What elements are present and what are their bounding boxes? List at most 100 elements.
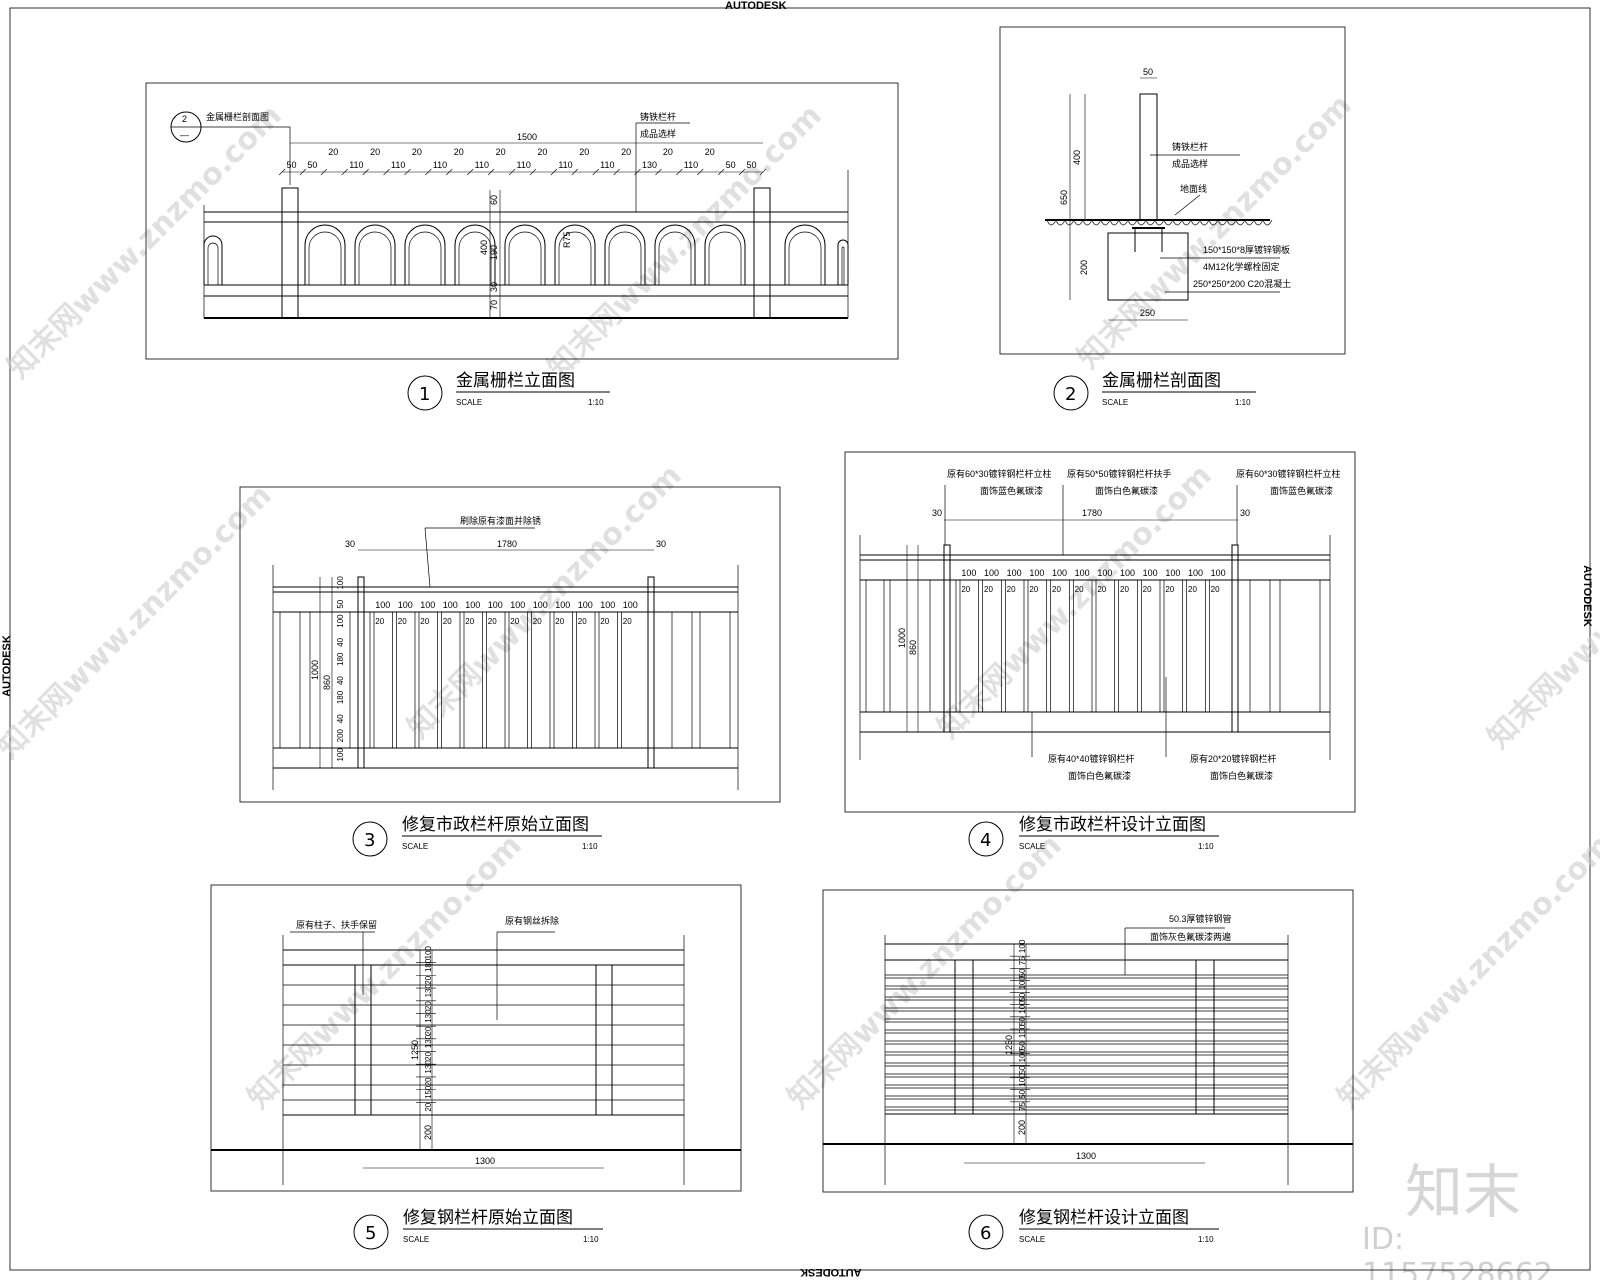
bar-dim: 20 [623,617,632,626]
panel-number: 1 [419,384,430,405]
watermark: 知末网www.znzmo.com [931,458,1219,746]
bar-dim: 100 [420,600,435,610]
svg-text:金属栅栏剖面图: 金属栅栏剖面图 [1102,371,1221,391]
bar-dim: 100 [443,600,458,610]
svg-text:修复钢栏杆原始立面图: 修复钢栏杆原始立面图 [403,1208,573,1228]
baluster [617,611,622,749]
svg-text:200: 200 [1079,260,1089,275]
svg-text:1250: 1250 [410,1040,420,1060]
bar-dim: 20 [1097,585,1106,594]
bar-dim: 100 [984,568,999,578]
svg-text:原有60*30镀锌钢栏杆立柱: 原有60*30镀锌钢栏杆立柱 [1236,468,1341,479]
bar-dim: 100 [1165,568,1180,578]
bar-dim: 20 [1029,585,1038,594]
svg-text:1300: 1300 [475,1156,495,1166]
bar-dim: 100 [1052,568,1067,578]
bar-dim: 100 [1211,568,1226,578]
svg-text:20: 20 [424,1077,433,1086]
arch [404,224,446,285]
bar-dim: 20 [375,617,384,626]
bar-dim: 100 [961,568,976,578]
baluster [1136,579,1142,713]
bar-dim: 100 [600,600,615,610]
svg-text:20: 20 [424,1001,433,1010]
svg-text:200: 200 [423,1125,433,1140]
panel-frame [145,82,899,360]
bar-dim: 100 [1143,568,1158,578]
bar-dim: 100 [465,600,480,610]
svg-text:1:10: 1:10 [1198,842,1214,851]
dim-label: 20 [579,147,589,157]
baluster [955,579,961,713]
bar-dim: 20 [1143,585,1152,594]
svg-text:50: 50 [1018,1065,1027,1074]
post-right [753,187,771,319]
watermark: 知末网www.znzmo.com [241,828,529,1116]
svg-text:SCALE: SCALE [403,1235,429,1244]
bar-dim: 100 [488,600,503,610]
svg-text:原有柱子、扶手保留: 原有柱子、扶手保留 [296,919,377,930]
bar-dim: 100 [1120,568,1135,578]
svg-text:20: 20 [424,975,433,984]
svg-text:1000: 1000 [897,628,907,648]
scale-ratio: 1:10 [588,398,604,407]
baluster [1023,579,1029,713]
watermark: 知末网www.znzmo.com [1331,828,1600,1116]
svg-text:40: 40 [336,637,345,646]
bar-dim: 20 [443,617,452,626]
bar-dim: 20 [1007,585,1016,594]
svg-text:1300: 1300 [1076,1151,1096,1161]
section-tag-top: 2 [182,114,187,124]
image-id: ID: 1157528662 [1362,1222,1553,1280]
bar-dim: 20 [1075,585,1084,594]
svg-text:面饰蓝色氟碳漆: 面饰蓝色氟碳漆 [980,485,1043,496]
dim-label: 130 [642,160,657,170]
bar-dim: 100 [1075,568,1090,578]
baluster [1159,579,1165,713]
arch [604,224,646,285]
svg-text:400: 400 [479,240,489,255]
baluster [414,611,420,749]
watermark: 知末网www.znzmo.com [1071,88,1359,376]
svg-text:成品选样: 成品选样 [1172,158,1208,169]
bar-dim: 20 [984,585,993,594]
dim-label: 110 [558,160,572,170]
svg-text:200: 200 [1017,1120,1027,1135]
svg-text:1:10: 1:10 [1235,398,1251,407]
svg-text:面饰蓝色氟碳漆: 面饰蓝色氟碳漆 [1270,485,1333,496]
svg-text:100: 100 [336,748,345,762]
svg-text:SCALE: SCALE [1102,398,1128,407]
baluster [1204,579,1210,713]
title-number-circle [407,375,443,411]
panel-title: 金属栅栏立面图 [456,371,575,391]
bar-dim: 100 [578,600,593,610]
arch [454,224,496,285]
svg-text:70: 70 [489,300,499,310]
svg-text:修复市政栏杆原始立面图: 修复市政栏杆原始立面图 [402,815,589,835]
dim-label: 20 [537,147,547,157]
svg-text:1:10: 1:10 [583,1235,599,1244]
dim-label: 20 [705,147,715,157]
baluster [1000,579,1006,713]
brand-top: AUTODESK [725,0,787,12]
svg-text:860: 860 [908,640,918,655]
dim-label: 110 [433,160,447,170]
dim-label: 20 [621,147,631,157]
svg-text:1250: 1250 [1004,1035,1014,1055]
svg-text:原有20*20镀锌钢栏杆: 原有20*20镀锌钢栏杆 [1190,753,1277,764]
radius-label: R75 [562,231,572,248]
bar-dim: 20 [578,617,587,626]
svg-text:180: 180 [336,690,345,704]
svg-text:860: 860 [322,675,332,690]
svg-text:100: 100 [1018,1024,1027,1038]
dim-label: 110 [517,160,531,170]
svg-text:130: 130 [424,1009,433,1023]
post-section [1139,93,1158,221]
svg-text:250*250*200 C20混凝土: 250*250*200 C20混凝土 [1193,278,1291,289]
bar-dim: 20 [961,585,970,594]
dim-label: 110 [684,160,698,170]
bar-dim: 100 [1007,568,1022,578]
bar-dim: 100 [510,600,525,610]
baluster [392,611,397,749]
